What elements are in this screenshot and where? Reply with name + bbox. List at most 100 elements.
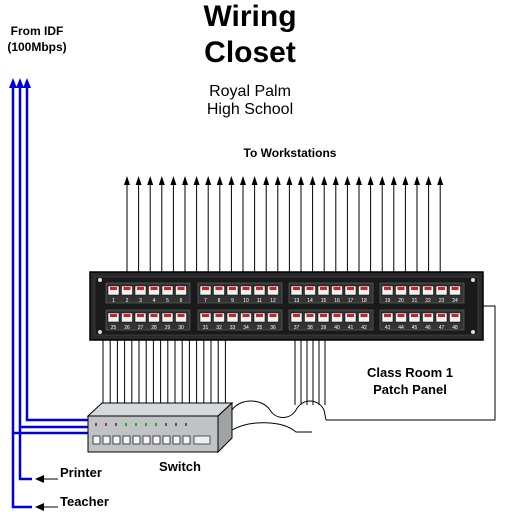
port-number: 35 bbox=[257, 325, 263, 331]
arrow-up-icon bbox=[274, 176, 281, 185]
port-number: 45 bbox=[412, 325, 418, 331]
arrow-up-icon bbox=[437, 176, 444, 185]
patch-port bbox=[449, 285, 461, 296]
title-line-2: Closet bbox=[204, 36, 296, 69]
switch-port bbox=[132, 435, 141, 445]
arrow-up-icon bbox=[425, 176, 432, 185]
patch-port bbox=[395, 312, 407, 323]
patch-port bbox=[107, 285, 120, 296]
switch-port bbox=[122, 435, 131, 445]
switch-label: Switch bbox=[159, 459, 201, 474]
patch-cables bbox=[102, 340, 326, 405]
patch-port bbox=[304, 312, 316, 323]
patch-port bbox=[290, 285, 303, 296]
patch-port bbox=[199, 285, 212, 296]
school-name-line-1: Royal Palm bbox=[209, 83, 291, 100]
patch-port bbox=[435, 285, 448, 296]
arrow-up-icon bbox=[263, 176, 270, 185]
patch-panel-label-line-1: Class Room 1 bbox=[367, 365, 453, 380]
patch-port bbox=[121, 312, 133, 323]
patch-port bbox=[422, 312, 434, 323]
patch-port bbox=[381, 312, 394, 323]
patch-port bbox=[317, 312, 330, 323]
switch-port bbox=[182, 435, 191, 445]
patch-port bbox=[161, 312, 174, 323]
patch-port bbox=[148, 285, 160, 296]
port-number: 2 bbox=[126, 298, 129, 304]
port-number: 47 bbox=[439, 325, 445, 331]
port-number: 38 bbox=[307, 325, 313, 331]
title-line-1: Wiring bbox=[203, 0, 297, 33]
patch-port bbox=[148, 312, 160, 323]
patch-port bbox=[408, 285, 421, 296]
workstations-label: To Workstations bbox=[243, 146, 337, 160]
arrow-up-icon bbox=[298, 176, 304, 185]
uplink-label-line-1: From IDF bbox=[10, 24, 64, 38]
port-number: 40 bbox=[334, 325, 340, 331]
switch-port bbox=[92, 435, 101, 445]
panel-side-cable bbox=[231, 305, 496, 433]
patch-port bbox=[134, 312, 147, 323]
arrow-up-icon bbox=[402, 176, 409, 185]
port-number: 8 bbox=[218, 298, 221, 304]
uplink-cables bbox=[9, 78, 88, 509]
port-number: 27 bbox=[138, 325, 144, 331]
patch-port bbox=[435, 312, 448, 323]
patch-port bbox=[344, 312, 357, 323]
port-number: 22 bbox=[425, 298, 431, 304]
patch-port bbox=[290, 312, 303, 323]
patch-port bbox=[213, 312, 225, 323]
patch-port bbox=[331, 312, 343, 323]
patch-port bbox=[408, 312, 421, 323]
port-number: 48 bbox=[452, 325, 458, 331]
port-number: 41 bbox=[348, 325, 354, 331]
switch-port bbox=[172, 435, 181, 445]
arrow-up-icon bbox=[309, 176, 316, 185]
patch-port bbox=[331, 285, 343, 296]
patch-port bbox=[267, 285, 279, 296]
port-number: 32 bbox=[216, 325, 222, 331]
arrow-up-icon bbox=[379, 176, 386, 185]
port-number: 39 bbox=[321, 325, 327, 331]
patch-port bbox=[395, 285, 407, 296]
port-number: 7 bbox=[204, 298, 207, 304]
arrow-up-icon bbox=[193, 176, 200, 185]
patch-port bbox=[134, 285, 147, 296]
switch-port bbox=[142, 435, 151, 445]
arrow-up-icon bbox=[321, 176, 328, 185]
patch-port bbox=[253, 285, 266, 296]
switch-port bbox=[112, 435, 121, 445]
port-number: 26 bbox=[124, 325, 130, 331]
patch-port bbox=[422, 285, 434, 296]
patch-panel-label-line-2: Patch Panel bbox=[373, 382, 447, 397]
port-number: 6 bbox=[180, 298, 183, 304]
port-number: 30 bbox=[178, 325, 184, 331]
patch-port bbox=[381, 285, 394, 296]
patch-port bbox=[449, 312, 461, 323]
port-number: 43 bbox=[385, 325, 391, 331]
port-number: 12 bbox=[270, 298, 276, 304]
port-number: 17 bbox=[348, 298, 354, 304]
patch-port bbox=[199, 312, 212, 323]
patch-port bbox=[253, 312, 266, 323]
patch-port bbox=[304, 285, 316, 296]
arrow-up-icon bbox=[344, 176, 351, 185]
patch-port bbox=[226, 285, 239, 296]
patch-port bbox=[226, 312, 239, 323]
port-number: 29 bbox=[165, 325, 171, 331]
patch-port bbox=[267, 312, 279, 323]
arrow-left-icon bbox=[35, 475, 58, 511]
port-number: 13 bbox=[294, 298, 300, 304]
school-name-line-2: High School bbox=[206, 101, 294, 118]
port-number: 25 bbox=[111, 325, 117, 331]
port-number: 1 bbox=[112, 298, 115, 304]
arrow-up-icon bbox=[205, 176, 212, 185]
port-number: 34 bbox=[243, 325, 249, 331]
patch-port bbox=[161, 285, 174, 296]
port-number: 36 bbox=[270, 325, 276, 331]
patch-port bbox=[175, 285, 187, 296]
patch-port bbox=[358, 312, 370, 323]
arrow-up-icon bbox=[251, 176, 258, 185]
arrow-up-icon bbox=[240, 176, 246, 185]
